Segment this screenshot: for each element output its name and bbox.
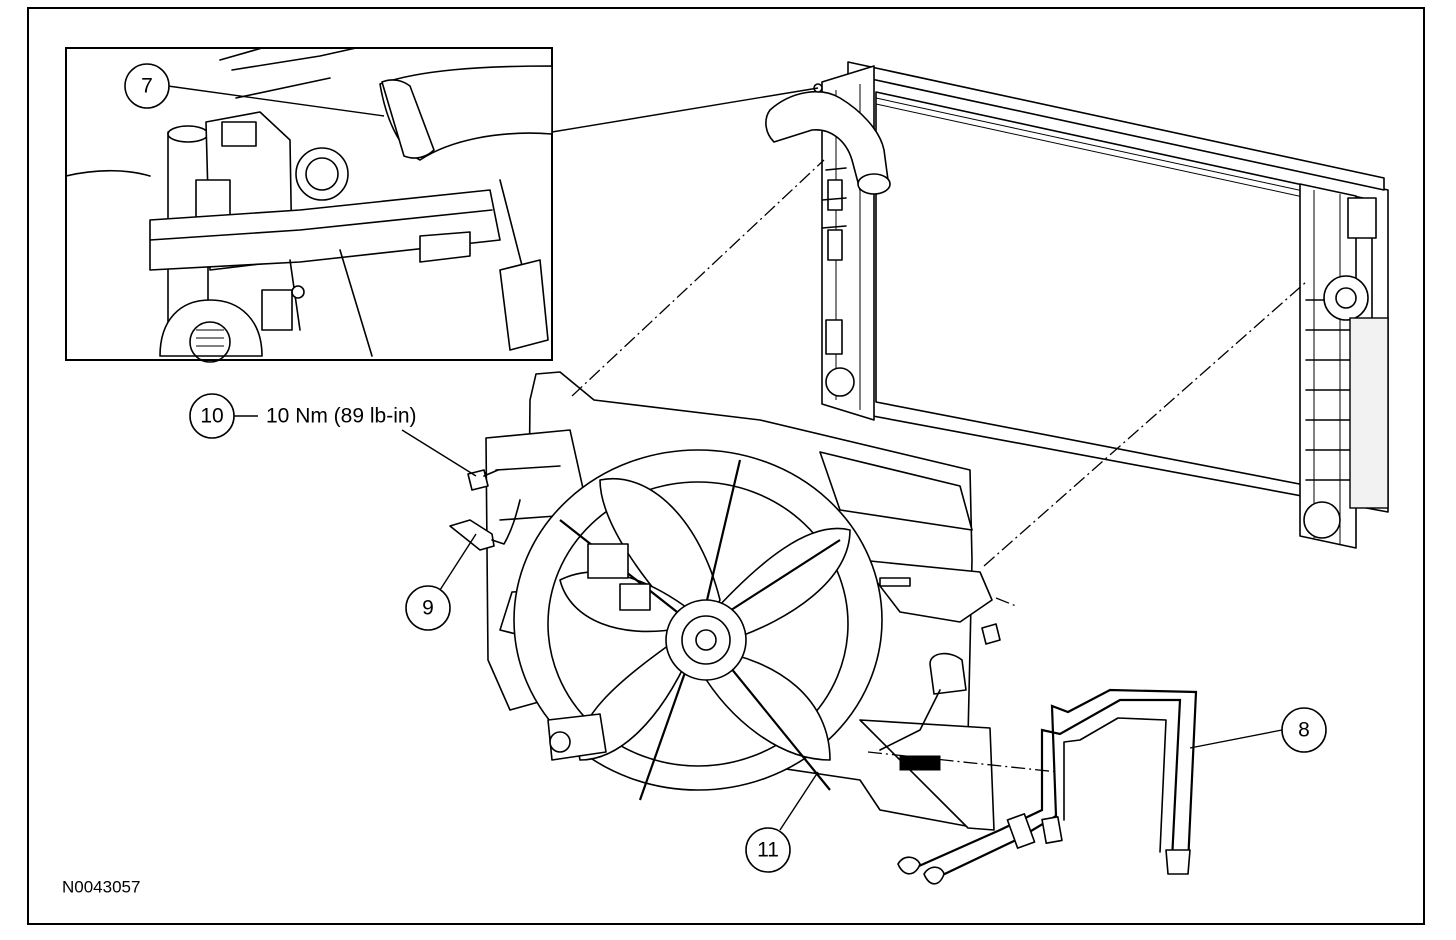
- svg-text:10: 10: [200, 405, 223, 428]
- bolt-right: [981, 623, 1001, 645]
- callout-7: 7: [124, 63, 385, 117]
- radiator: [765, 61, 1389, 549]
- callout-9: 9: [405, 533, 477, 631]
- figure-id: N0043057: [62, 878, 140, 897]
- svg-text:9: 9: [422, 597, 434, 620]
- clip-part-9: [449, 499, 521, 551]
- alignment-line-bottom: [867, 751, 1059, 773]
- motorcraft-label: [899, 755, 941, 771]
- svg-text:7: 7: [141, 75, 153, 98]
- callout-10: 10: [189, 393, 477, 477]
- svg-text:8: 8: [1298, 719, 1310, 742]
- torque-spec: 10 Nm (89 lb-in): [266, 405, 417, 428]
- callout-11: 11: [745, 771, 819, 873]
- svg-text:11: 11: [757, 839, 779, 862]
- alignment-line-left: [571, 159, 825, 397]
- detail-inset: [65, 47, 553, 363]
- alignment-line-bolt: [995, 597, 1017, 607]
- callout-8: 8: [1189, 707, 1327, 753]
- inset-connector-line: [551, 87, 819, 133]
- cooler-tubes: [897, 688, 1198, 885]
- bolt-upper: [467, 469, 499, 491]
- diagram-border: [27, 7, 1425, 925]
- fan-shroud: [485, 371, 995, 831]
